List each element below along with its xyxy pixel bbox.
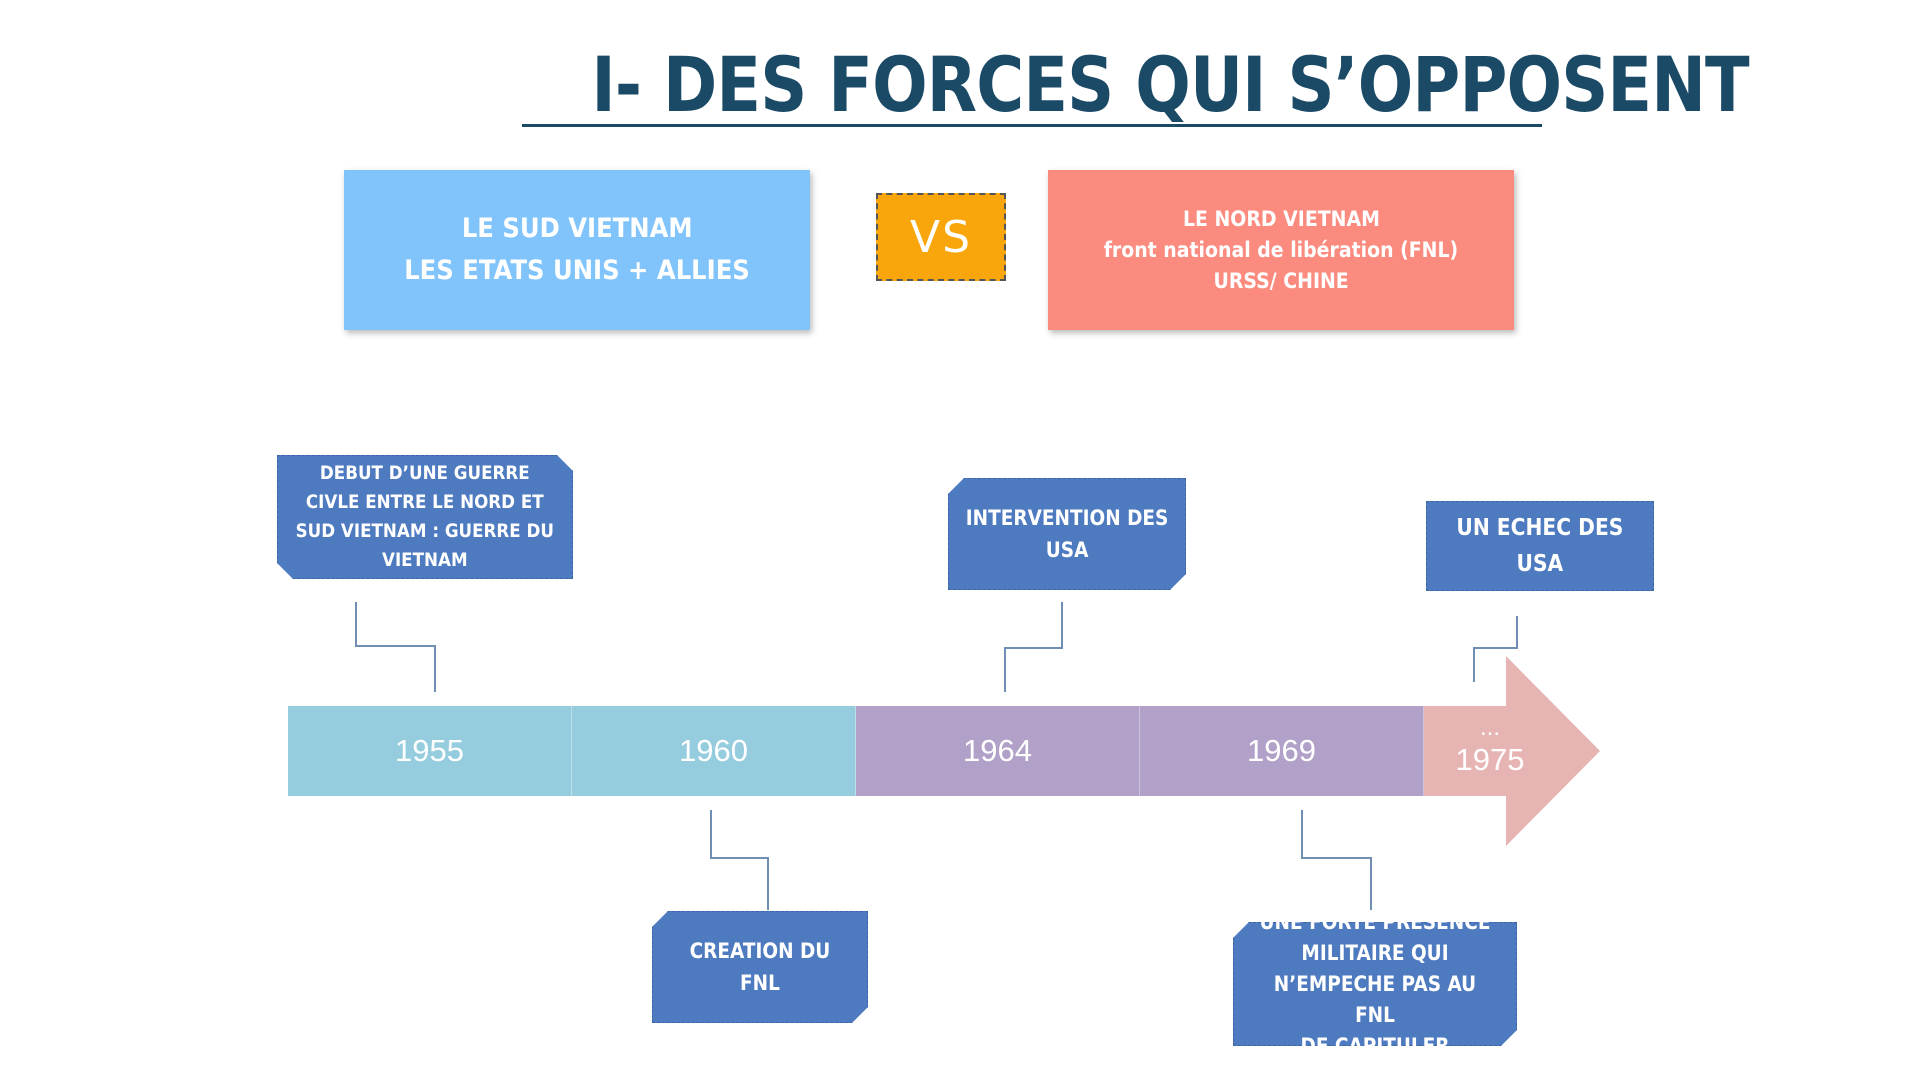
event-callout-1955: DEBUT D’UNE GUERRE CIVLE ENTRE LE NORD E… <box>277 455 573 579</box>
south-line-2: LES ETATS UNIS + ALLIES <box>404 255 750 286</box>
year-label-1960: 1960 <box>679 733 748 768</box>
title-underline <box>522 124 1542 127</box>
event-1975-line-2: USA <box>1516 551 1564 577</box>
event-callout-1964: INTERVENTION DES USA <box>948 478 1186 590</box>
event-1960-line-2: FNL <box>740 971 780 995</box>
year-label-1964: 1964 <box>963 733 1032 768</box>
ellipsis-label: ... <box>1479 714 1500 741</box>
timeline-segment-1960: 1960 <box>572 706 856 796</box>
event-callout-1969: UNE FORTE PRESENCE MILITAIRE QUI N’EMPEC… <box>1233 922 1517 1046</box>
timeline-segment-1964: 1964 <box>856 706 1140 796</box>
event-1960-line-1: CREATION DU <box>689 939 831 963</box>
page-title: I- DES FORCES QUI S’OPPOSENT <box>591 40 1749 129</box>
event-1955-line-3: SUD VIETNAM : GUERRE DU <box>295 520 555 542</box>
event-1969-line-4: DE CAPITULER <box>1300 1033 1450 1058</box>
event-callout-1960: CREATION DU FNL <box>652 911 868 1023</box>
event-1969-line-2: MILITAIRE QUI <box>1301 940 1449 965</box>
versus-badge: VS <box>876 193 1006 281</box>
connector-1955 <box>355 602 436 692</box>
north-line-1: LE NORD VIETNAM <box>1182 206 1380 231</box>
event-1955-line-2: CIVLE ENTRE LE NORD ET <box>306 491 544 513</box>
year-label-1955: 1955 <box>395 733 464 768</box>
timeline-segment-1975: ... 1975 <box>1424 716 1556 796</box>
timeline-segment-1955: 1955 <box>288 706 572 796</box>
event-1955-line-4: VIETNAM <box>382 549 468 571</box>
event-1975-line-1: UN ECHEC DES <box>1456 515 1624 541</box>
south-line-1: LE SUD VIETNAM <box>461 213 693 244</box>
north-vietnam-box: LE NORD VIETNAM front national de libéra… <box>1048 170 1514 330</box>
north-line-3: URSS/ CHINE <box>1213 268 1349 293</box>
event-1964-line-2: USA <box>1045 538 1089 562</box>
north-line-2: front national de libération (FNL) <box>1103 237 1459 262</box>
timeline-segment-1969: 1969 <box>1140 706 1424 796</box>
year-label-1969: 1969 <box>1247 733 1316 768</box>
connector-1969 <box>1301 810 1372 910</box>
south-vietnam-box: LE SUD VIETNAM LES ETATS UNIS + ALLIES <box>344 170 810 330</box>
timeline-arrow-head <box>1424 656 1600 846</box>
event-1969-line-3: N’EMPECHE PAS AU FNL <box>1273 971 1477 1027</box>
event-1964-line-1: INTERVENTION DES <box>965 506 1169 530</box>
connector-1960 <box>710 810 769 910</box>
event-1969-line-1: UNE FORTE PRESENCE <box>1259 909 1491 934</box>
event-callout-1975: UN ECHEC DES USA <box>1426 501 1654 591</box>
arrow-shape <box>1424 656 1600 846</box>
year-label-1975: 1975 <box>1455 742 1525 777</box>
connector-1964 <box>1004 602 1063 692</box>
event-1955-line-1: DEBUT D’UNE GUERRE <box>320 462 530 484</box>
